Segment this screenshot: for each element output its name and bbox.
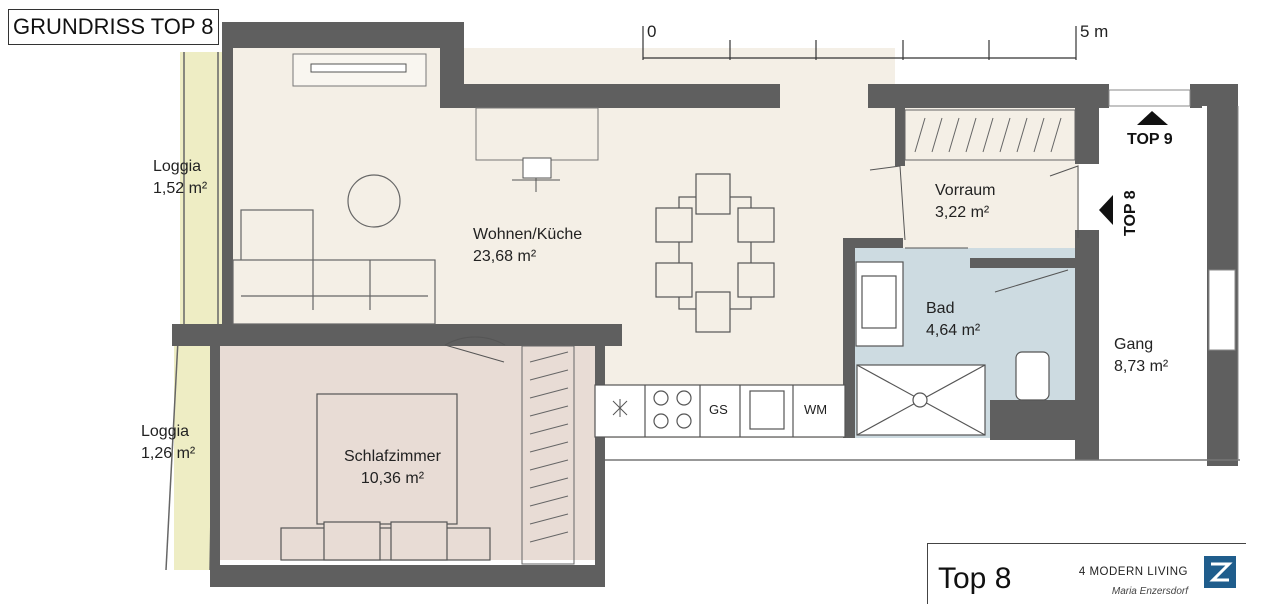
room-name: Vorraum: [935, 182, 996, 199]
appliance-wm-label: WM: [804, 402, 828, 417]
room-wohnen-kueche: Wohnen/Küche 23,68 m²: [473, 224, 582, 268]
double-bed: [280, 393, 491, 561]
bedroom-door: [444, 336, 506, 363]
stairwell-edge: [1108, 89, 1239, 460]
room-area: 4,64 m²: [926, 322, 981, 339]
room-loggia-upper: Loggia 1,52 m²: [153, 156, 207, 200]
room-name: Bad: [926, 300, 955, 317]
room-area: 8,73 m²: [1114, 358, 1169, 375]
brand-name: 4 MODERN LIVING: [1078, 566, 1188, 578]
brand-location: Maria Enzersdorf: [1111, 586, 1188, 597]
round-table: [347, 174, 401, 228]
desk: [475, 107, 599, 161]
appliance-gs-label: GS: [709, 402, 728, 417]
tv-unit: [310, 63, 407, 73]
kitchen-counter: [594, 384, 846, 438]
loggia-upper-floor: [180, 52, 222, 330]
brand-logo-icon: [1204, 556, 1236, 588]
faucet-mark: [612, 399, 628, 417]
sheet-title: Top 8: [938, 562, 1012, 595]
room-bad: Bad 4,64 m²: [926, 298, 980, 342]
dining-set: [655, 173, 775, 333]
loggia-lower-floor: [174, 340, 216, 570]
room-loggia-lower: Loggia 1,26 m²: [141, 421, 195, 465]
room-area: 1,52 m²: [153, 180, 208, 197]
room-name: Loggia: [141, 423, 190, 440]
room-area: 1,26 m²: [141, 445, 196, 462]
top8-arrow: [1099, 195, 1113, 225]
room-name: Gang: [1114, 336, 1154, 353]
bathroom-fixtures: [855, 261, 1050, 436]
sofa: [232, 209, 436, 325]
room-area: 3,22 m²: [935, 204, 990, 221]
room-name: Loggia: [153, 158, 202, 175]
top9-arrow: [1137, 111, 1168, 125]
room-area: 23,68 m²: [473, 248, 537, 265]
wardrobe: [521, 345, 575, 565]
unit-top8-label: TOP 8: [1122, 190, 1139, 236]
room-gang: Gang 8,73 m²: [1114, 334, 1168, 378]
room-vorraum: Vorraum 3,22 m²: [935, 180, 995, 224]
unit-top9-label: TOP 9: [1127, 131, 1173, 148]
office-chair: [512, 157, 560, 192]
entrance-wardrobe: [904, 109, 1076, 161]
plan-title: GRUNDRISS TOP 8: [8, 9, 219, 45]
room-area: 10,36 m²: [360, 470, 425, 487]
scale-bar: [642, 26, 1077, 60]
vorraum-floor: [895, 108, 1079, 260]
title-block: Top 8 4 MODERN LIVING Maria Enzersdorf: [927, 543, 1246, 604]
scale-start-label: 0: [647, 22, 657, 41]
room-name: Wohnen/Küche: [473, 226, 583, 243]
room-schlafzimmer: Schlafzimmer 10,36 m²: [344, 446, 441, 490]
scale-end-label: 5 m: [1080, 22, 1109, 41]
room-name: Schlafzimmer: [344, 448, 441, 465]
vorraum-doors: [869, 165, 1079, 293]
